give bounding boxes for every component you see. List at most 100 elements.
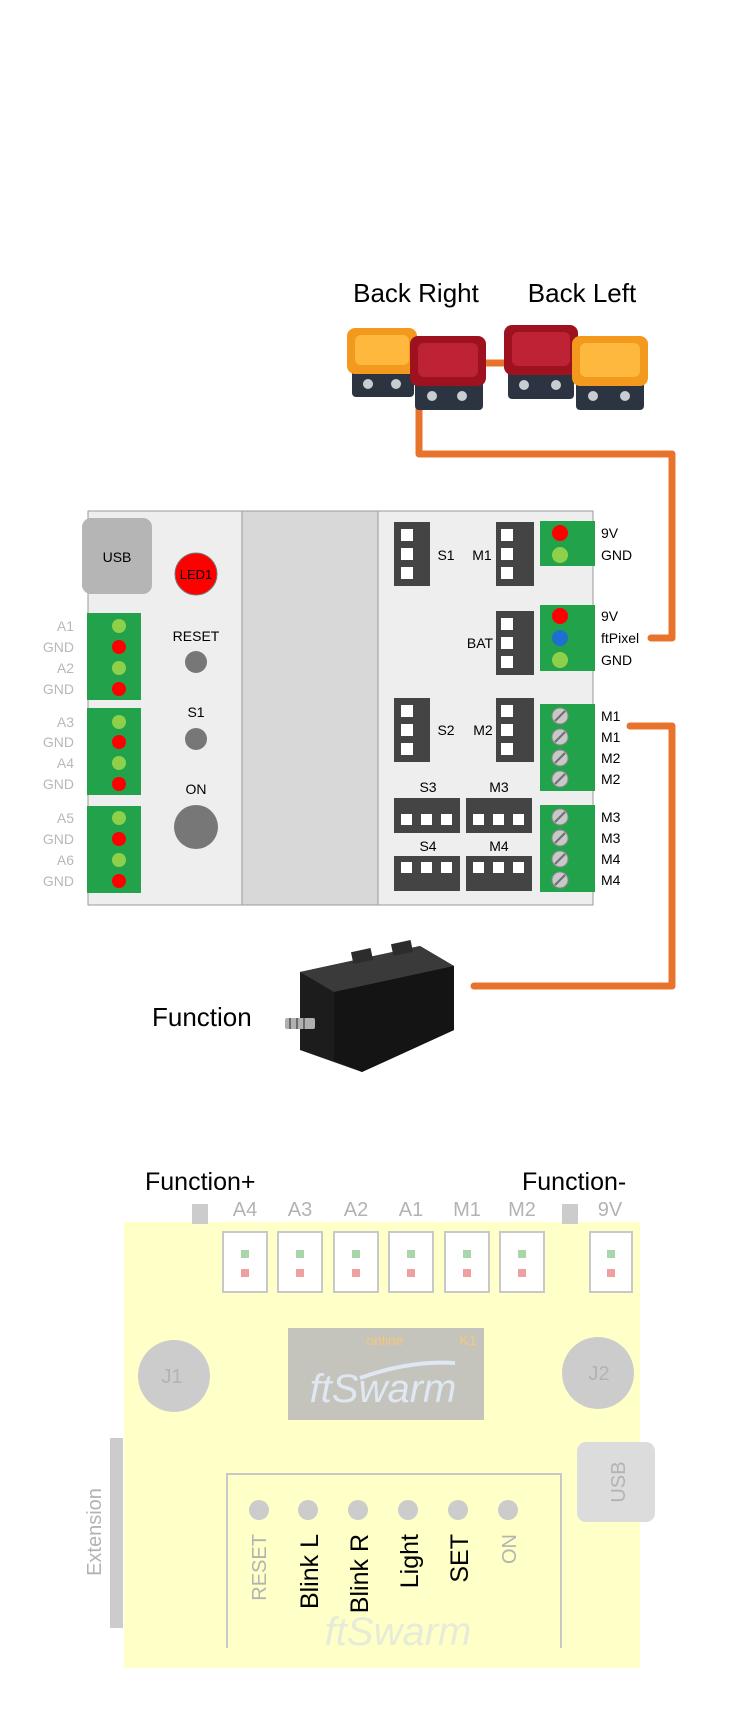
function-plus-label: Function+ xyxy=(145,1168,256,1196)
m3-label: M3 xyxy=(489,779,509,795)
servo-header-s3 xyxy=(394,798,460,833)
pin-gnd xyxy=(552,547,568,563)
pin-gnd xyxy=(112,832,126,846)
button-panel-outline xyxy=(226,1473,562,1648)
right-pin-label: ftPixel xyxy=(601,630,639,646)
on-label: ON xyxy=(186,781,207,797)
right-pin-label: M3 xyxy=(601,809,621,825)
display-k1: K1 xyxy=(459,1332,476,1348)
back-right-label: Back Right xyxy=(353,278,479,308)
button-label-set: SET xyxy=(446,1534,474,1583)
function-label: Function xyxy=(152,1002,252,1032)
right-pin-label: GND xyxy=(601,547,632,563)
s1-button[interactable] xyxy=(185,728,207,750)
top-connectors xyxy=(222,1231,633,1293)
right-pin-label: 9V xyxy=(601,525,619,541)
servo-s2-label: S2 xyxy=(437,722,454,738)
extension-label: Extension xyxy=(84,1488,106,1576)
controller-board: USB LED1 RESET S1 ON xyxy=(43,510,639,906)
m4-label: M4 xyxy=(489,838,509,854)
blink-l-button[interactable] xyxy=(298,1500,318,1520)
lamp-red-left xyxy=(504,325,578,399)
top-pin-label: A4 xyxy=(233,1199,257,1221)
wire-m1-to-function xyxy=(470,722,676,990)
right-pin-label: M2 xyxy=(601,750,621,766)
set-button[interactable] xyxy=(448,1500,468,1520)
lamp-red-right xyxy=(410,336,486,410)
display: online K1 ftSwarm xyxy=(288,1328,484,1420)
connector-a3 xyxy=(277,1231,323,1293)
left-pin-label: A4 xyxy=(57,755,74,771)
left-pin-label: A1 xyxy=(57,618,74,634)
servo-header-s4 xyxy=(394,856,460,891)
connector-9v xyxy=(589,1231,633,1293)
top-pin-label: M2 xyxy=(508,1199,536,1221)
button-label-blink-l: Blink L xyxy=(296,1534,324,1609)
ftswarm-board: Function+ Function- A4 A3 A2 A1 M1 M2 9V… xyxy=(84,1168,655,1668)
pin-a1 xyxy=(112,619,126,633)
right-pin-label: GND xyxy=(601,652,632,668)
function-motor xyxy=(285,940,454,1072)
button-label-on: ON xyxy=(499,1534,521,1564)
left-pin-label: GND xyxy=(43,873,74,889)
left-pin-label: GND xyxy=(43,734,74,750)
left-pin-label: A2 xyxy=(57,660,74,676)
bat-label: BAT xyxy=(467,635,494,651)
display-online: online xyxy=(366,1332,404,1348)
right-pin-labels: 9V GND 9V ftPixel GND M1 M1 M2 M2 M3 M3 … xyxy=(601,525,639,888)
display-logo: ftSwarm xyxy=(310,1367,457,1411)
light-button[interactable] xyxy=(398,1500,418,1520)
servo-s1-label: S1 xyxy=(437,547,454,563)
pin-a5 xyxy=(112,811,126,825)
s4-label: S4 xyxy=(419,838,436,854)
j1-label: J1 xyxy=(161,1366,182,1388)
on-swarm-button[interactable] xyxy=(498,1500,518,1520)
pin-gnd xyxy=(112,874,126,888)
left-pin-labels: A1 GND A2 GND A3 GND A4 GND A5 GND A6 GN… xyxy=(43,618,74,889)
top-pin-label: M1 xyxy=(453,1199,481,1221)
pin-gnd xyxy=(552,652,568,668)
left-pin-label: GND xyxy=(43,831,74,847)
right-pin-label: M1 xyxy=(601,729,621,745)
left-pin-label: GND xyxy=(43,681,74,697)
reset-button[interactable] xyxy=(185,651,207,673)
panel-button-labels: RESET Blink L Blink R Light SET ON xyxy=(249,1534,521,1613)
usb-port[interactable]: USB xyxy=(82,518,152,594)
blink-r-button[interactable] xyxy=(348,1500,368,1520)
pin-ftpixel xyxy=(552,630,568,646)
top-pin-label: A3 xyxy=(288,1199,312,1221)
bottom-logo: ftSwarm xyxy=(325,1610,472,1654)
button-label-blink-r: Blink R xyxy=(346,1534,374,1613)
right-pin-label: M4 xyxy=(601,872,621,888)
pin-gnd xyxy=(112,682,126,696)
right-terminal-blocks xyxy=(540,521,595,892)
servo-header-s2: S2 xyxy=(394,698,455,762)
button-label-reset: RESET xyxy=(249,1534,271,1601)
led1: LED1 xyxy=(174,552,218,596)
pin-gnd xyxy=(112,640,126,654)
left-pin-label: A6 xyxy=(57,852,74,868)
usb-label: USB xyxy=(103,549,132,565)
swoosh-icon xyxy=(359,1360,456,1380)
on-button[interactable] xyxy=(174,805,218,849)
s3-label: S3 xyxy=(419,779,436,795)
panel-buttons xyxy=(249,1500,518,1520)
reset-label: RESET xyxy=(173,628,220,644)
connector-m1 xyxy=(444,1231,490,1293)
connector-m2 xyxy=(499,1231,545,1293)
pin-gnd xyxy=(112,735,126,749)
lamp-orange-left xyxy=(572,336,648,410)
pin-a6 xyxy=(112,853,126,867)
lamps: Back Right Back Left xyxy=(347,278,648,410)
pin-a3 xyxy=(112,715,126,729)
button-label-light: Light xyxy=(396,1534,424,1588)
function-minus-label: Function- xyxy=(522,1168,626,1196)
pin-9v xyxy=(552,608,568,624)
reset-swarm-button[interactable] xyxy=(249,1500,269,1520)
servo-m2-label: M2 xyxy=(473,722,493,738)
servo-header-s1: S1 xyxy=(394,522,455,586)
usb-port-swarm[interactable]: USB xyxy=(577,1442,655,1522)
right-pin-label: M1 xyxy=(601,708,621,724)
top-pin-label: A2 xyxy=(344,1199,368,1221)
